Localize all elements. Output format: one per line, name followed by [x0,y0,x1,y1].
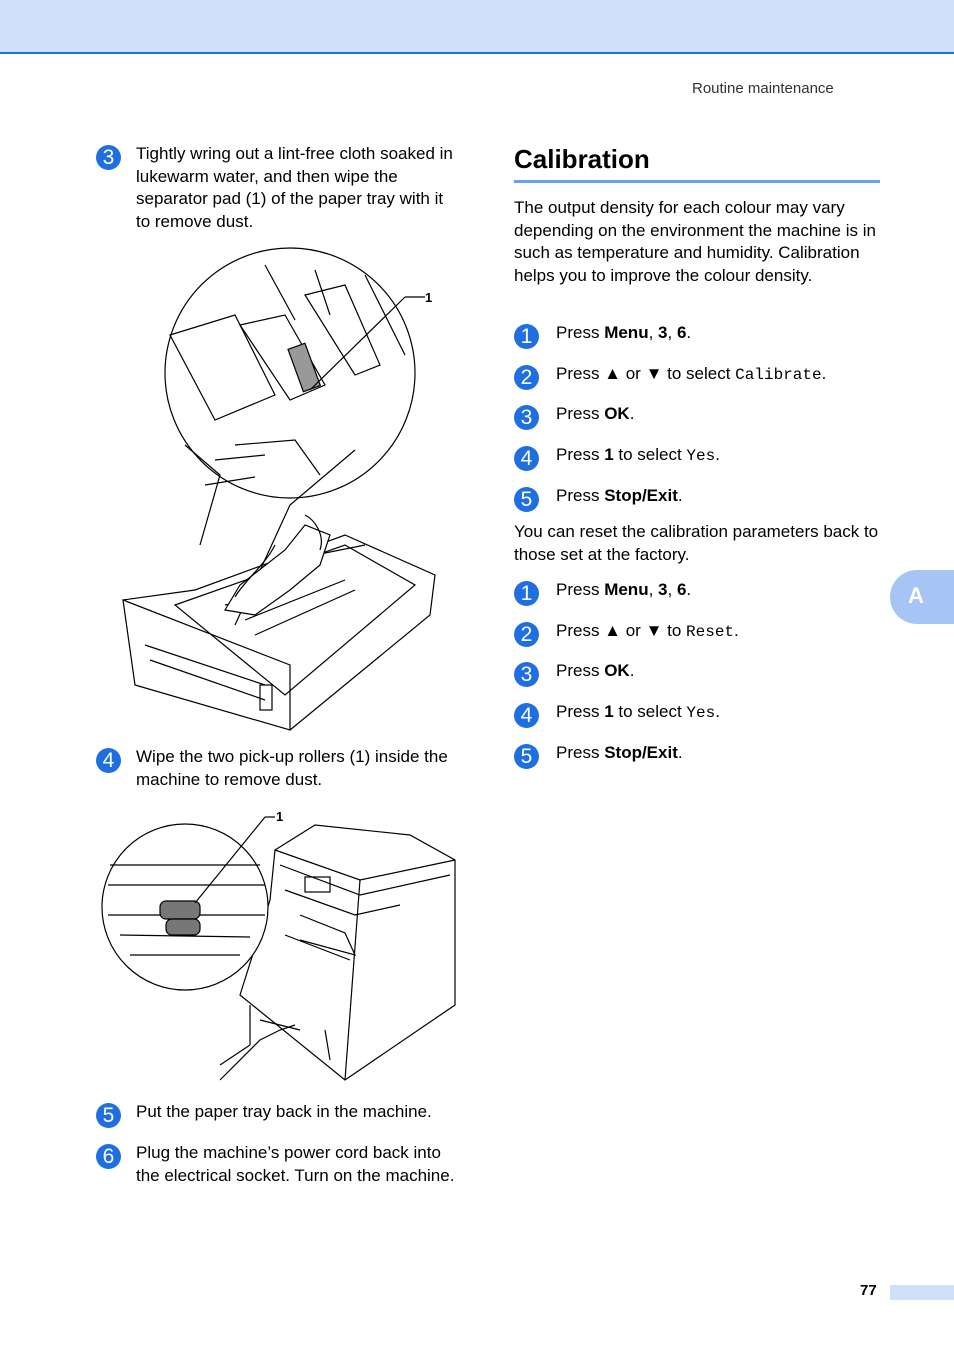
top-header-band [0,0,954,54]
step-number-badge: 4 [514,446,539,471]
step-text: Press ▲ or ▼ to Reset. [556,621,739,641]
step-text: Press OK. [556,404,635,423]
step-number-badge: 3 [514,405,539,430]
step-number-badge: 2 [514,622,539,647]
step-number-badge: 1 [514,324,539,349]
footer-bar [890,1285,954,1300]
paper-tray-separator-pad-illustration: 1 [122,247,436,731]
step-text: Press Stop/Exit. [556,486,683,505]
reset-paragraph: You can reset the calibration parameters… [514,522,879,564]
step-number-badge: 5 [514,744,539,769]
callout-label: 1 [425,290,432,305]
step-text: Press ▲ or ▼ to select Calibrate. [556,364,827,384]
callout-label: 1 [276,809,283,824]
step-number-badge: 1 [514,581,539,606]
step-text: Put the paper tray back in the machine. [136,1102,432,1121]
heading-rule [514,180,880,183]
step-number-badge: 3 [514,662,539,687]
step-number-badge: 2 [514,365,539,390]
step-number-badge: 6 [96,1144,121,1169]
section-heading: Calibration [514,144,650,174]
intro-paragraph: The output density for each colour may v… [514,198,876,285]
page-number: 77 [860,1282,877,1299]
step-number-badge: 3 [96,145,121,170]
step-number-badge: 4 [514,703,539,728]
appendix-tab-letter: A [908,583,924,608]
step-text: Press 1 to select Yes. [556,702,720,722]
pick-up-rollers-illustration: 1 [101,809,456,1081]
step-text: Press OK. [556,661,635,680]
step-text: Plug the machine’s power cord back into … [136,1143,455,1185]
step-number-badge: 5 [514,487,539,512]
step-text: Tightly wring out a lint-free cloth soak… [136,144,453,231]
header-section-title: Routine maintenance [692,80,834,97]
step-number-badge: 4 [96,748,121,773]
step-text: Press Menu, 3, 6. [556,323,692,342]
step-text: Wipe the two pick-up rollers (1) inside … [136,747,448,789]
step-text: Press Menu, 3, 6. [556,580,692,599]
appendix-tab: A [890,570,954,624]
step-number-badge: 5 [96,1103,121,1128]
step-text: Press Stop/Exit. [556,743,683,762]
step-text: Press 1 to select Yes. [556,445,720,465]
